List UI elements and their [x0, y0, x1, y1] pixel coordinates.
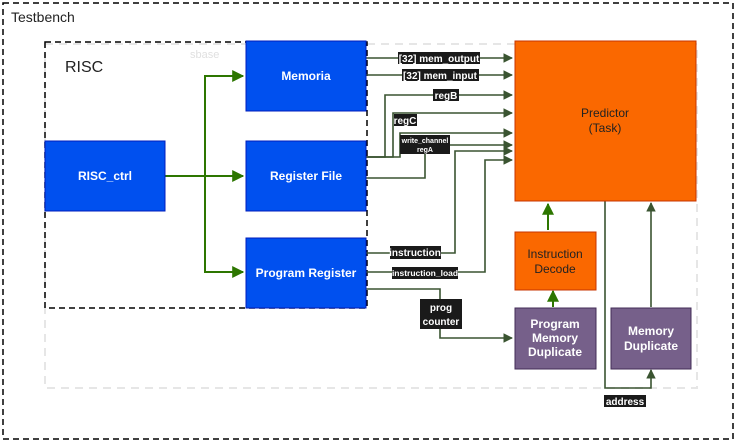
- risc-ctrl-label: RISC_ctrl: [78, 169, 132, 183]
- regA-arrow: [366, 140, 513, 179]
- ghost-label: sbase: [190, 49, 219, 61]
- instruction-decode-label-2: Decode: [534, 262, 576, 276]
- register-file-block[interactable]: Register File: [245, 140, 367, 212]
- tag-mem-input: [32] mem_input: [402, 69, 479, 82]
- tag-mem-output: [32] mem_output: [398, 52, 480, 65]
- counter-text: counter: [423, 317, 460, 328]
- mem-input-text: [32] mem_input: [403, 71, 478, 82]
- program-memory-label-3: Duplicate: [528, 345, 582, 359]
- instruction-load-text: instruction_load: [392, 268, 458, 278]
- program-memory-label-1: Program: [530, 317, 579, 331]
- memoria-block[interactable]: Memoria: [245, 40, 367, 112]
- mem-output-text: [32] mem_output: [399, 54, 480, 65]
- ctrl-fanout: [165, 70, 245, 278]
- risc-ctrl-block[interactable]: RISC_ctrl: [44, 140, 166, 212]
- decode-arrows: [542, 202, 559, 307]
- predictor-sublabel: (Task): [589, 121, 622, 135]
- regA-text: regA: [417, 147, 433, 154]
- instruction-arrow: [366, 146, 513, 254]
- tag-regB: regB: [433, 89, 459, 102]
- address-text: address: [606, 397, 645, 408]
- testbench-label: Testbench: [11, 9, 75, 25]
- prog-text: prog: [430, 303, 452, 314]
- regB-text: regB: [435, 91, 458, 102]
- memoria-label: Memoria: [281, 69, 331, 83]
- program-memory-label-2: Memory: [532, 331, 578, 345]
- regC-text: regC: [394, 116, 417, 127]
- memory-duplicate-label-1: Memory: [628, 324, 674, 338]
- program-memory-duplicate-block[interactable]: Program Memory Duplicate: [514, 307, 597, 370]
- tag-instruction: instruction: [389, 246, 441, 259]
- memory-duplicate-label-2: Duplicate: [624, 339, 678, 353]
- predictor-address-arrow: [604, 200, 656, 389]
- instruction-decode-block[interactable]: Instruction Decode: [514, 231, 597, 291]
- risc-label: RISC: [65, 59, 103, 76]
- predictor-block[interactable]: Predictor (Task): [514, 40, 697, 202]
- write-channel-text: write_channel: [401, 138, 449, 145]
- program-register-label: Program Register: [256, 266, 357, 280]
- program-register-block[interactable]: Program Register: [245, 237, 367, 309]
- predictor-label: Predictor: [581, 106, 629, 120]
- tag-write-channel: write_channel regA: [400, 135, 450, 154]
- tag-regC: regC: [394, 114, 417, 127]
- instruction-decode-label-1: Instruction: [527, 247, 582, 261]
- tag-instruction-load: instruction_load: [392, 267, 458, 279]
- memory-duplicate-block[interactable]: Memory Duplicate: [610, 307, 692, 370]
- instruction-text: instruction: [389, 248, 441, 259]
- tag-prog-counter: prog counter: [420, 299, 462, 329]
- register-file-label: Register File: [270, 169, 342, 183]
- tag-address: address: [604, 395, 646, 408]
